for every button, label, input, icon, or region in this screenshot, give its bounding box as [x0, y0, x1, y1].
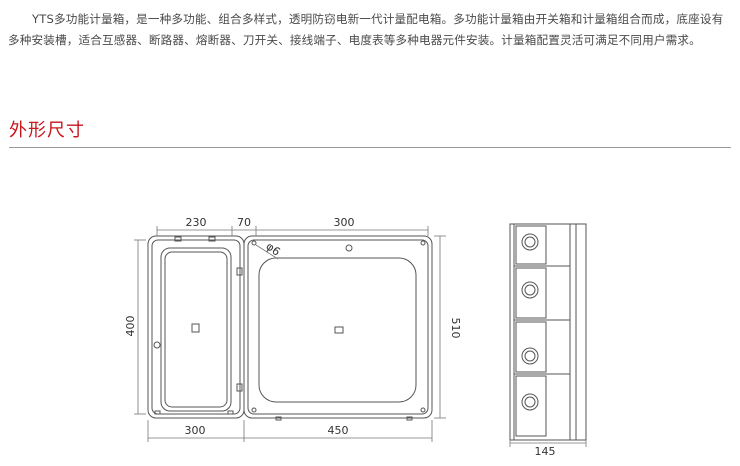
dim-label-300-bottom: 300 — [185, 424, 206, 437]
intro-paragraph: YTS多功能计量箱，是一种多功能、组合多样式，透明防窃电新一代计量配电箱。多功能… — [8, 12, 724, 47]
side-knob-3 — [521, 347, 539, 365]
meter-box-outline — [243, 235, 433, 419]
side-module-1 — [515, 225, 547, 265]
side-module-2 — [515, 267, 547, 319]
top-latch-right — [208, 236, 216, 242]
dim-label-510: 510 — [449, 318, 462, 339]
dim-label-230: 230 — [186, 216, 207, 229]
corner-hole-tr — [420, 240, 426, 246]
side-knob-2 — [521, 281, 539, 299]
side-view — [509, 223, 587, 441]
switch-foot-right — [227, 410, 234, 415]
meter-lock — [334, 326, 344, 334]
meter-foot-left — [275, 416, 282, 421]
hole-leader-line — [255, 244, 279, 260]
side-module-4 — [515, 375, 547, 437]
section-title: 外形尺寸 — [9, 120, 85, 141]
side-module-3 — [515, 321, 547, 373]
switch-box-window — [160, 247, 232, 412]
corner-hole-bl — [251, 407, 257, 413]
meter-box-window — [258, 257, 417, 403]
meter-top-hole — [345, 244, 353, 252]
meter-foot-right — [406, 416, 413, 421]
switch-box-outline — [147, 235, 245, 419]
side-knob-4 — [521, 393, 539, 411]
section-divider — [9, 147, 731, 148]
corner-hole-tl — [251, 240, 257, 246]
dim-label-400: 400 — [124, 316, 137, 337]
switch-foot-left — [154, 410, 161, 415]
switch-lock — [191, 323, 200, 333]
switch-mount-hole — [153, 341, 161, 349]
dim-label-70: 70 — [237, 216, 251, 229]
top-latch-left — [174, 236, 182, 242]
side-knob-1 — [521, 233, 539, 251]
corner-hole-br — [420, 407, 426, 413]
dim-label-450: 450 — [328, 424, 349, 437]
dim-label-145: 145 — [535, 445, 556, 458]
dim-label-300-top: 300 — [334, 216, 355, 229]
hinge-top — [236, 267, 243, 276]
hinge-bottom — [236, 383, 243, 392]
dim-label-hole: φ6 — [263, 240, 282, 259]
